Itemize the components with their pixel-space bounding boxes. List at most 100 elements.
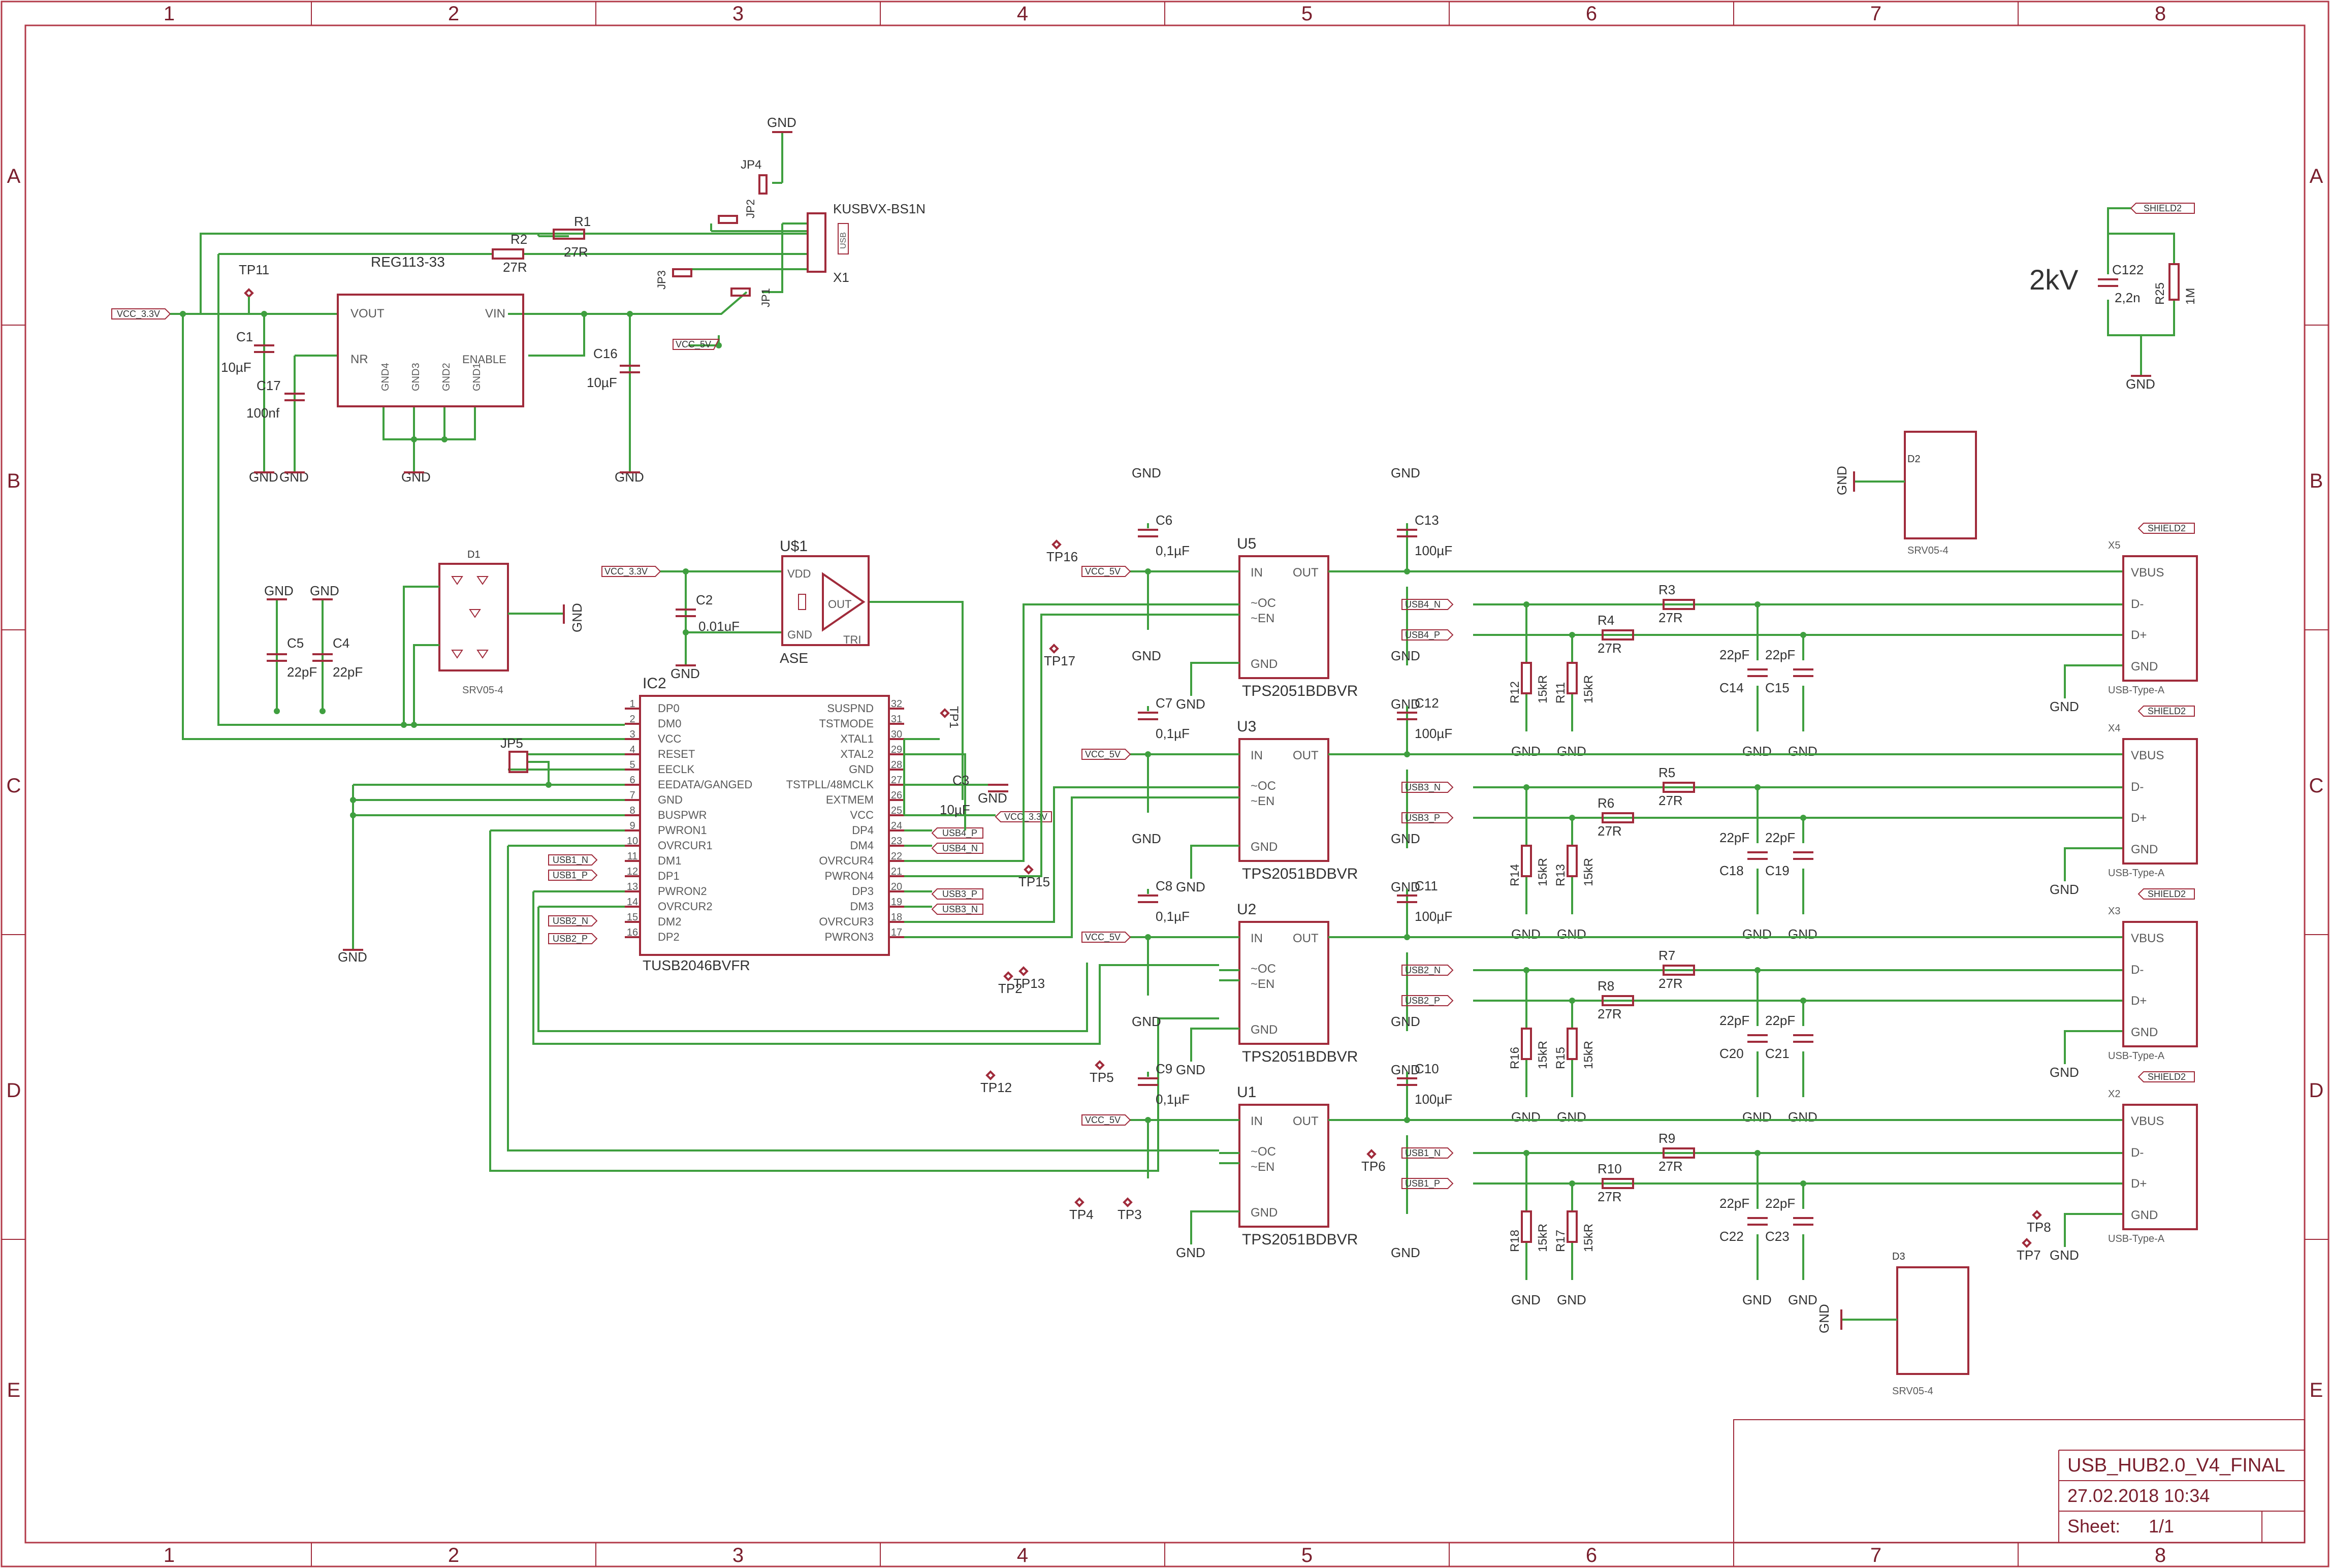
title-name: USB_HUB2.0_V4_FINAL bbox=[2067, 1455, 2285, 1476]
net-label-usb-p-text: USB1_P bbox=[1405, 1178, 1440, 1189]
power-switch-ic bbox=[1238, 738, 1329, 862]
switch-gnd-label: GND bbox=[1176, 696, 1205, 712]
osc-part-label: ASE bbox=[780, 650, 808, 666]
net-label-usb-n bbox=[1401, 782, 1454, 793]
tp1-label: TP1 bbox=[947, 706, 961, 728]
capacitor-c1: C1 10µF bbox=[221, 329, 274, 375]
hub-pin-name: OVRCUR4 bbox=[819, 854, 874, 867]
testpoint-marker bbox=[985, 1070, 996, 1080]
switch-pin-gnd: GND bbox=[1251, 657, 1278, 671]
jp1-label: JP1 bbox=[759, 288, 772, 307]
cout-gnd-label: GND bbox=[1391, 648, 1420, 663]
shield-net-tag-text: SHIELD2 bbox=[2148, 706, 2186, 716]
cout-gnd-label: GND bbox=[1391, 465, 1420, 481]
hub-pin-number: 9 bbox=[629, 820, 635, 831]
series-resistor bbox=[1663, 782, 1695, 793]
wire bbox=[1190, 845, 1239, 879]
cout-gnd-label: GND bbox=[1391, 831, 1420, 846]
cap-22p-gnd: GND bbox=[1742, 926, 1772, 942]
cin-gnd-label: GND bbox=[1132, 831, 1161, 846]
r1-value: 27R bbox=[564, 244, 588, 260]
hub-pin-name: DM0 bbox=[658, 717, 681, 730]
hub-pin-name: BUSPWR bbox=[658, 809, 707, 821]
row-label-e: E bbox=[7, 1379, 21, 1401]
hub-pin-name: OVRCUR3 bbox=[819, 915, 874, 928]
cin-value: 0,1µF bbox=[1156, 1092, 1190, 1107]
jumper-jp3 bbox=[672, 268, 692, 277]
row-label-b: B bbox=[7, 470, 21, 492]
switch-pin-gnd: GND bbox=[1251, 1023, 1278, 1037]
net-label-vcc5-jp1-text: VCC_5V bbox=[676, 339, 711, 350]
reg-pin-vout: VOUT bbox=[350, 307, 385, 321]
hub-net-usb4p: USB4_P bbox=[942, 828, 977, 839]
row-label-c-right: C bbox=[2309, 775, 2324, 797]
junction-dot bbox=[1523, 967, 1529, 973]
cap-22p-value: 22pF bbox=[1765, 1196, 1795, 1211]
hub-pin-name: EEDATA/GANGED bbox=[658, 778, 752, 791]
testpoint-label: TP15 bbox=[1018, 874, 1050, 889]
switch-part-label: TPS2051BDBVR bbox=[1242, 1048, 1358, 1065]
rs1-value: 27R bbox=[1658, 610, 1683, 625]
col-label-6-bottom: 6 bbox=[1586, 1544, 1597, 1566]
col-label-7-bottom: 7 bbox=[1870, 1544, 1881, 1566]
pulldown-resistor bbox=[1567, 1210, 1578, 1243]
rs2-value: 27R bbox=[1598, 823, 1622, 839]
net-label-vcc5-text: VCC_5V bbox=[1085, 1115, 1121, 1126]
hub-pin-name: PWRON3 bbox=[824, 931, 874, 943]
usb-ref-label: X4 bbox=[2108, 723, 2120, 734]
hub-pin-name: GND bbox=[658, 793, 683, 806]
col-label-2: 2 bbox=[448, 3, 459, 25]
net-label-usb-n-text: USB2_N bbox=[1405, 965, 1441, 976]
usb-ref-label: X2 bbox=[2108, 1089, 2120, 1100]
oscillator-u1: VCC_3.3V U$1 ASE VDD GND OUT TRI C2 0.01… bbox=[601, 538, 963, 681]
shield-section: SHIELD2 2kV C122 2,2n R25 1M GND bbox=[2029, 203, 2197, 392]
usb-ref-label: X3 bbox=[2108, 906, 2120, 917]
junction-dot bbox=[1404, 934, 1410, 940]
usb-a-connector bbox=[2122, 1104, 2198, 1230]
hub-pin-name: EECLK bbox=[658, 763, 694, 776]
hv-label: 2kV bbox=[2029, 264, 2079, 296]
testpoint-marker bbox=[1051, 539, 1062, 550]
testpoints: TP2TP3TP4TP5TP6TP7TP8TP12TP13TP15TP16TP1… bbox=[980, 539, 2051, 1263]
net-label-usb-n bbox=[1401, 1147, 1454, 1159]
row-label-a-right: A bbox=[2310, 165, 2323, 187]
hub-gnd-label: GND bbox=[338, 949, 367, 965]
hub-pin-number: 3 bbox=[629, 729, 635, 740]
testpoint-marker bbox=[1095, 1060, 1105, 1070]
usb-pin-gnd: GND bbox=[2131, 660, 2158, 674]
wire bbox=[1190, 662, 1239, 696]
rp1-label: R16 bbox=[1508, 1047, 1522, 1069]
junction-dot bbox=[1404, 751, 1410, 757]
title-sheet-value: 1/1 bbox=[2149, 1516, 2174, 1537]
switch-pin-oc: ~OC bbox=[1251, 962, 1276, 976]
cin-label: C8 bbox=[1156, 878, 1172, 893]
r2-value: 27R bbox=[503, 260, 527, 275]
rp2-label: R17 bbox=[1554, 1230, 1568, 1252]
hub-pin-name: OVRCUR1 bbox=[658, 839, 713, 852]
pulldown-resistor bbox=[1567, 845, 1578, 877]
testpoint-tp11: TP11 bbox=[239, 262, 269, 314]
col-label-8-bottom: 8 bbox=[2155, 1544, 2166, 1566]
hub-pin-name: GND bbox=[849, 763, 874, 776]
testpoint-marker bbox=[1123, 1197, 1133, 1207]
switch-part-label: TPS2051BDBVR bbox=[1242, 1231, 1358, 1248]
series-resistor bbox=[1602, 1178, 1634, 1189]
junction-dot bbox=[1754, 1150, 1761, 1156]
junction-dot bbox=[1754, 967, 1761, 973]
osc-pin-out: OUT bbox=[828, 598, 851, 611]
reg-pin-enable: ENABLE bbox=[462, 353, 506, 366]
hub-pin-number: 24 bbox=[891, 820, 902, 831]
reg-pin-gnd4: GND4 bbox=[380, 363, 391, 391]
cap-22p-label: C23 bbox=[1765, 1229, 1790, 1244]
net-label-vcc5-text: VCC_5V bbox=[1085, 749, 1121, 760]
switch-pin-gnd: GND bbox=[1251, 1206, 1278, 1220]
testpoint-label: TP4 bbox=[1069, 1207, 1094, 1222]
rp2-value: 15kR bbox=[1582, 858, 1595, 886]
c17-value: 100nf bbox=[246, 405, 280, 421]
hub-pin-name: RESET bbox=[658, 748, 695, 760]
jumper-jp1 bbox=[730, 287, 751, 297]
junction-dot bbox=[1145, 934, 1151, 940]
rp2-value: 15kR bbox=[1582, 1224, 1595, 1252]
pulldown-resistor bbox=[1567, 662, 1578, 694]
